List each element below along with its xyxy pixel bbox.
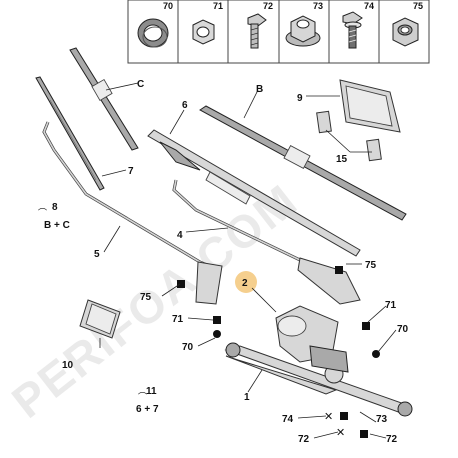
callout-15: 15 (336, 154, 348, 165)
leader-lines (99, 82, 397, 439)
callout-75-right: 75 (365, 260, 377, 271)
fastener-markers: ✕ ✕ (177, 266, 380, 439)
flange-nut-icon (285, 15, 321, 47)
callout-74: 74 (282, 414, 294, 425)
screw-icon (247, 13, 267, 49)
callout-11-sub: 6 + 7 (136, 404, 159, 415)
nut-icon (392, 17, 419, 47)
wiper-rubber-c (69, 47, 139, 151)
callout-2: 2 (242, 278, 248, 289)
callout-8-sub: B + C (44, 220, 70, 231)
callout-1: 1 (244, 392, 250, 403)
callout-4: 4 (177, 230, 183, 241)
relay-10 (79, 299, 121, 339)
callout-8: 8 (52, 202, 58, 213)
callout-71-right: 71 (385, 300, 397, 311)
wiper-arm-5 (42, 121, 223, 305)
legend-label-71: 71 (213, 1, 223, 11)
callout-75-left: 75 (140, 292, 152, 303)
callout-11-tilde: ⌒ (138, 392, 147, 403)
legend-label-74: 74 (364, 1, 374, 11)
wiper-rubber-b (199, 105, 407, 221)
legend-label-73: 73 (313, 1, 323, 11)
callout-70-left: 70 (182, 342, 194, 353)
bolt-icon (342, 11, 363, 49)
wiper-arm-4 (172, 179, 361, 305)
wiper-blade-6 (147, 129, 361, 257)
grommet-icon (137, 18, 169, 48)
callout-7: 7 (128, 166, 134, 177)
callout-c: C (137, 79, 144, 90)
hex-nut-icon (192, 19, 215, 45)
highlight-circle (235, 271, 257, 293)
callout-11: 11 (146, 386, 157, 397)
callout-72-right: 72 (386, 434, 398, 445)
callout-70-right: 70 (397, 324, 409, 335)
callout-labels: C B 6 9 15 7 8 ⌒ B + C 5 4 2 75 75 71 70… (38, 79, 409, 445)
legend-label-75: 75 (413, 1, 423, 11)
callout-b: B (256, 84, 263, 95)
svg-text:✕: ✕ (336, 426, 345, 439)
callout-10: 10 (62, 360, 74, 371)
module-9 (339, 79, 401, 133)
callout-5: 5 (94, 249, 100, 260)
callout-6: 6 (182, 100, 188, 111)
callout-73: 73 (376, 414, 388, 425)
motor-2 (235, 271, 349, 373)
callout-71-left: 71 (172, 314, 184, 325)
wiper-rubber-7 (35, 76, 105, 191)
callout-72-left: 72 (298, 434, 310, 445)
callout-9: 9 (297, 93, 303, 104)
svg-text:✕: ✕ (324, 410, 333, 423)
hardware-legend-box: 70 71 72 73 74 75 (127, 0, 430, 64)
clips-15 (316, 110, 382, 162)
legend-label-70: 70 (163, 1, 173, 11)
callout-8-tilde: ⌒ (38, 208, 47, 219)
legend-label-72: 72 (263, 1, 273, 11)
